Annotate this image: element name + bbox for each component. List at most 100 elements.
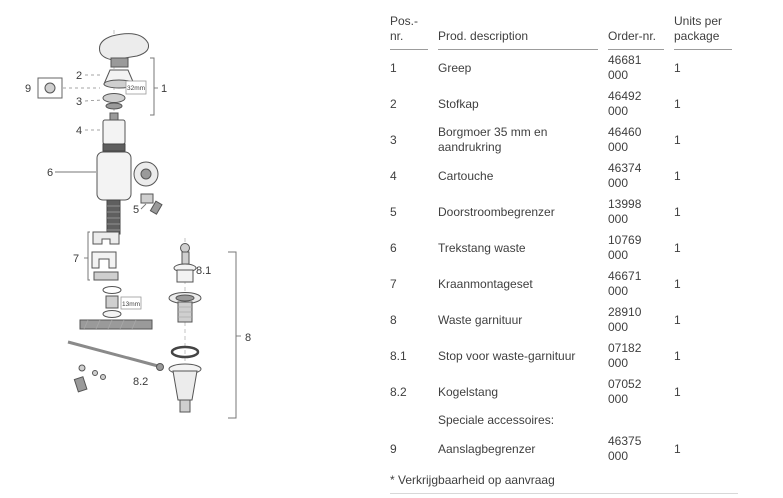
cell-pos: 5 — [390, 204, 397, 219]
col-header-order: Order-nr. — [608, 12, 664, 50]
callout-3: 3 — [76, 96, 82, 108]
callout-8-1: 8.1 — [196, 265, 211, 277]
exploded-diagram: 1 2 9 3 3 — [0, 0, 380, 498]
col-header-units: Units per package — [674, 12, 732, 50]
cell-order — [608, 410, 664, 431]
cell-order: 46374 000 — [608, 161, 642, 190]
group-brace-8 — [228, 251, 237, 419]
cartridge-part — [102, 112, 126, 152]
cell-units: 1 — [674, 60, 681, 75]
table-row: 8 Waste garnituur 28910 000 1 — [390, 302, 732, 338]
cell-desc: Borgmoer 35 mm en aandrukring — [438, 125, 548, 154]
cell-order: 13998 000 — [608, 197, 642, 226]
cell-pos: 8.1 — [390, 348, 407, 363]
cell-desc: Speciale accessoires: — [438, 413, 555, 427]
cell-order: 10769 000 — [608, 233, 642, 262]
table-row: 2 Stofkap 46492 000 1 — [390, 86, 732, 122]
cell-pos: 7 — [390, 276, 397, 291]
cell-desc: Stofkap — [438, 96, 479, 111]
table-row: 9 Aanslagbegrenzer 46375 000 1 — [390, 431, 732, 467]
cell-units: 1 — [674, 168, 681, 183]
handle-part — [99, 33, 149, 68]
table-row: 7 Kraanmontageset 46671 000 1 — [390, 266, 732, 302]
mounting-set-part — [91, 231, 120, 281]
callout-8-2: 8.2 — [133, 376, 148, 388]
table-row: 6 Trekstang waste 10769 000 1 — [390, 230, 732, 266]
cell-pos: 4 — [390, 168, 397, 183]
cell-order: 46492 000 — [608, 89, 642, 118]
cell-units: 1 — [674, 204, 681, 219]
cell-pos: 9 — [390, 441, 397, 456]
cell-units: 1 — [674, 240, 681, 255]
cell-desc: Waste garnituur — [438, 312, 523, 327]
wrench-note-13: 13mm — [120, 296, 142, 310]
washer-stack-part — [102, 286, 122, 318]
cell-units: 1 — [674, 441, 681, 456]
cell-desc: Stop voor waste-garnituur — [438, 348, 576, 363]
cell-units: 1 — [674, 312, 681, 327]
availability-footnote: * Verkrijgbaarheid op aanvraag — [390, 473, 738, 494]
cell-units: 1 — [674, 348, 681, 363]
cell-units: 1 — [674, 276, 681, 291]
exploded-diagram-svg: 1 2 9 3 3 — [25, 30, 251, 419]
cell-units: 1 — [674, 96, 681, 111]
table-row: 3 Borgmoer 35 mm en aandrukring 46460 00… — [390, 122, 732, 158]
cell-units: 1 — [674, 132, 681, 147]
col-header-desc: Prod. description — [438, 12, 598, 50]
callout-8: 8 — [245, 332, 251, 344]
cell-pos: 8.2 — [390, 384, 407, 399]
faucet-body-part — [96, 151, 159, 235]
cell-order: 46460 000 — [608, 125, 642, 154]
cell-pos: 6 — [390, 240, 397, 255]
parts-list: Pos.-nr. Prod. description Order-nr. Uni… — [380, 12, 780, 494]
callout-1: 1 — [161, 83, 167, 95]
cell-desc: Aanslagbegrenzer — [438, 441, 536, 456]
cell-pos — [390, 410, 428, 431]
cell-desc: Doorstroombegrenzer — [438, 204, 555, 219]
cell-pos: 2 — [390, 96, 397, 111]
callout-4: 4 — [76, 125, 82, 137]
cell-desc: Kraanmontageset — [438, 276, 533, 291]
table-row: 8.1 Stop voor waste-garnituur 07182 000 … — [390, 338, 732, 374]
parts-table: Pos.-nr. Prod. description Order-nr. Uni… — [380, 12, 742, 467]
header-row: Pos.-nr. Prod. description Order-nr. Uni… — [390, 12, 732, 50]
stop-limiter-part — [37, 77, 63, 99]
cell-desc: Trekstang waste — [438, 240, 526, 255]
group-brace-7 — [87, 231, 90, 281]
cell-order: 46375 000 — [608, 434, 642, 463]
group-brace-1 — [150, 57, 155, 116]
callout-7: 7 — [73, 253, 79, 265]
mounting-bar-part — [79, 319, 153, 330]
callout-9: 9 — [25, 83, 31, 95]
cell-pos: 3 — [390, 132, 397, 147]
wrench-note-13-label: 13mm — [122, 301, 140, 308]
col-header-pos: Pos.-nr. — [390, 12, 428, 50]
lock-nut-part — [102, 93, 126, 110]
waste-set-part — [168, 292, 202, 413]
cell-order: 46671 000 — [608, 269, 642, 298]
cell-pos: 1 — [390, 60, 397, 75]
flow-restrictor-part — [140, 193, 163, 215]
cell-order: 46681 000 — [608, 53, 642, 82]
cell-units — [674, 410, 732, 431]
cell-order: 28910 000 — [608, 305, 642, 334]
table-row: 5 Doorstroombegrenzer 13998 000 1 — [390, 194, 732, 230]
callout-6: 6 — [47, 167, 53, 179]
table-row: 8.2 Kogelstang 07052 000 1 — [390, 374, 732, 410]
cell-desc: Kogelstang — [438, 384, 499, 399]
callout-2: 2 — [76, 70, 82, 82]
cell-order: 07052 000 — [608, 377, 642, 406]
ball-rod-part — [67, 340, 164, 371]
leader-3 — [84, 99, 103, 102]
table-row-section: Speciale accessoires: — [390, 410, 732, 431]
cell-order: 07182 000 — [608, 341, 642, 370]
wrench-note-32-label: 32mm — [127, 85, 145, 92]
small-fasteners-part — [73, 364, 106, 393]
waste-stopper-part — [173, 243, 197, 283]
cell-desc: Cartouche — [438, 168, 494, 183]
cell-pos: 8 — [390, 312, 397, 327]
wrench-note-32: 32mm — [125, 80, 147, 95]
cell-units: 1 — [674, 384, 681, 399]
table-row: 1 Greep 46681 000 1 — [390, 50, 732, 86]
